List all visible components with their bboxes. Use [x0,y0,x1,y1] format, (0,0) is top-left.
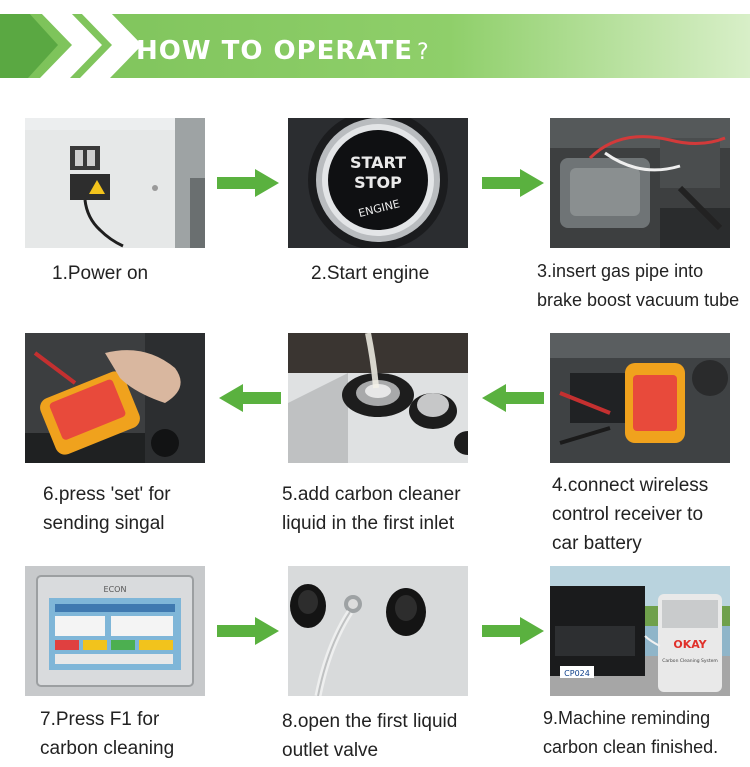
machine-brand: OKAY [673,638,707,651]
caption-line: 9.Machine reminding [543,708,711,728]
caption-line: brake boost vacuum tube [537,290,740,310]
step-9-photo: CP024 OKAY Carbon Cleaning System [550,566,730,696]
arrow-right-3 [217,617,281,645]
caption-line: 7.Press F1 for [40,709,160,730]
step-8-caption: 8.open the first liquid outlet valve [282,707,457,765]
panel-brand: ECON [104,585,127,594]
caption-line: 6.press 'set' for [43,484,171,505]
step-5-photo [288,333,468,463]
step-4-photo [550,333,730,463]
header-banner: HOW TO OPERATE? [0,12,750,78]
step-5-caption: 5.add carbon cleaner liquid in the first… [282,480,461,538]
caption-line: 5.add carbon cleaner [282,484,461,505]
machine-label: Carbon Cleaning System [662,658,718,664]
stop-label: STOP [354,173,402,192]
caption-line: 4.connect wireless [552,475,709,496]
caption-line: 1.Power on [52,263,149,284]
step-3-photo [550,118,730,248]
arrow-right-1 [217,169,281,197]
step-8-photo [288,566,468,696]
arrow-right-2 [482,169,546,197]
step-9-caption: 9.Machine reminding carbon clean finishe… [543,704,718,762]
title-text: HOW TO OPERATE [136,36,414,66]
step-2-photo: START STOP ENGINE [288,118,468,248]
step-6-caption: 6.press 'set' for sending singal [43,480,171,538]
caption-line: 2.Start engine [311,263,430,284]
plate-text: CP024 [564,669,590,678]
arrow-right-4 [482,617,546,645]
caption-line: liquid in the first inlet [282,513,455,534]
step-7-photo: ECON [25,566,205,696]
caption-line: 8.open the first liquid [282,711,458,732]
banner-chevrons-graphic [0,12,750,78]
caption-line: outlet valve [282,740,379,761]
caption-line: car battery [552,533,642,554]
caption-line: carbon clean finished. [543,737,719,757]
title-mark: ? [417,40,430,65]
caption-line: sending singal [43,513,165,534]
caption-line: control receiver to [552,504,704,525]
step-6-photo [25,333,205,463]
step-1-caption: 1.Power on [52,259,148,288]
caption-line: 3.insert gas pipe into [537,261,704,281]
arrow-left-2 [480,384,544,412]
page-title: HOW TO OPERATE? [136,36,430,66]
step-3-caption: 3.insert gas pipe into brake boost vacuu… [537,257,739,315]
step-2-caption: 2.Start engine [311,259,429,288]
step-4-caption: 4.connect wireless control receiver to c… [552,471,708,558]
arrow-left-1 [217,384,281,412]
start-label: START [350,153,406,172]
step-1-photo [25,118,205,248]
step-7-caption: 7.Press F1 for carbon cleaning [40,705,174,763]
caption-line: carbon cleaning [40,738,175,759]
